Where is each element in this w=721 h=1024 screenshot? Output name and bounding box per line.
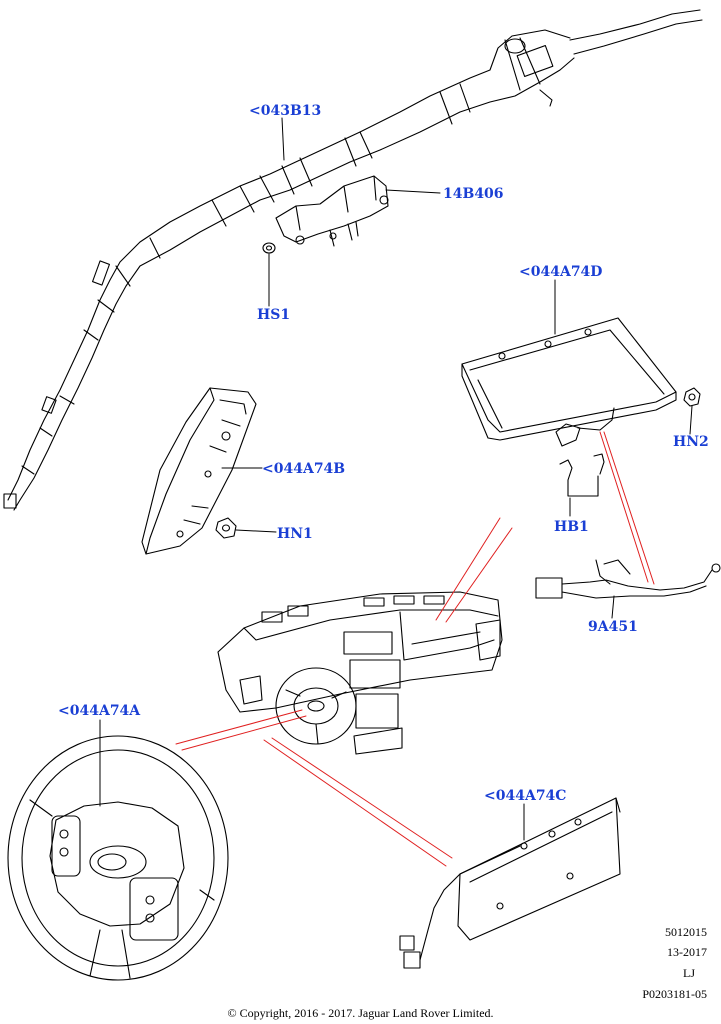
hn1-nut-drawing <box>215 517 237 539</box>
callout-passenger-airbag[interactable]: <044A74D <box>519 264 603 280</box>
bracket-drawing <box>275 175 389 247</box>
knee-airbag-drawing <box>141 387 257 555</box>
leader-lines <box>99 117 693 841</box>
hn2-nut-drawing <box>683 387 701 407</box>
drawing-code: 5012015 <box>665 925 707 939</box>
steering-wheel-drawing <box>7 735 229 981</box>
hs1-nut-drawing <box>262 242 276 254</box>
callout-harness[interactable]: 9A451 <box>588 619 638 635</box>
callout-driver-airbag[interactable]: <044A74A <box>58 703 141 719</box>
callout-nut-hn2[interactable]: HN2 <box>673 434 709 450</box>
curtain-airbag-drawing <box>3 9 703 511</box>
callout-knee-airbag-lower[interactable]: <044A74C <box>484 788 567 804</box>
callout-bolt-hb1[interactable]: HB1 <box>554 519 589 535</box>
hb1-bolts-drawing <box>559 453 605 497</box>
drawing-date: 13-2017 <box>667 945 707 959</box>
passenger-airbag-drawing <box>461 317 677 447</box>
callout-knee-airbag[interactable]: <044A74B <box>262 461 346 477</box>
callout-curtain-airbag[interactable]: <043B13 <box>249 103 322 119</box>
drawing-initials: LJ <box>683 966 695 980</box>
knee-airbag-lower-drawing <box>399 797 621 969</box>
part-reference: P0203181-05 <box>642 987 707 1001</box>
harness-drawing <box>535 559 721 599</box>
view-lines <box>175 431 655 867</box>
copyright-notice: © Copyright, 2016 - 2017. Jaguar Land Ro… <box>227 1006 494 1020</box>
dashboard-drawing <box>217 591 503 755</box>
callout-nut-hs1[interactable]: HS1 <box>257 307 291 323</box>
callout-nut-hn1[interactable]: HN1 <box>277 526 313 542</box>
callout-bracket[interactable]: 14B406 <box>443 186 504 202</box>
